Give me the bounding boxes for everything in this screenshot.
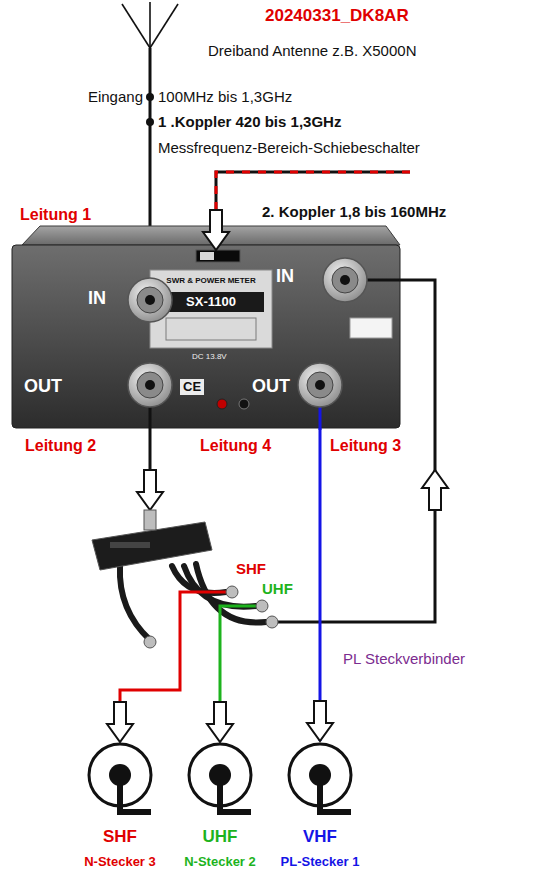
hollow-arrow (203, 210, 229, 250)
label-plate (158, 292, 264, 312)
hollow-arrow (422, 470, 448, 510)
slide-switch (196, 250, 240, 262)
hollow-arrow (137, 470, 163, 510)
antenna-label: Dreiband Antenne z.B. X5000N (208, 42, 416, 60)
band-name: UHF (203, 827, 238, 847)
input-label: Eingang (88, 88, 143, 106)
hollow-arrow (107, 702, 133, 742)
band-name: SHF (103, 827, 137, 847)
connector-name: N-Stecker 2 (184, 854, 256, 870)
connector-foot (317, 809, 351, 815)
rf-connector (266, 616, 278, 628)
port-label: IN (88, 288, 106, 310)
cable-label: Leitung 2 (25, 436, 96, 455)
cable-label: Leitung 4 (200, 436, 271, 455)
port-label: IN (276, 266, 294, 288)
antenna-symbol (150, 4, 178, 48)
connector-name: PL-Stecker 1 (281, 854, 360, 870)
rf-connector (298, 363, 342, 407)
band-label: UHF (262, 580, 293, 598)
coupler-label: 1 .Koppler 420 bis 1,3GHz (158, 113, 341, 131)
power-jack (217, 399, 227, 409)
power-jack (239, 399, 249, 409)
cable-label: Leitung 3 (330, 436, 401, 455)
rf-connector (323, 258, 367, 302)
rf-connector (307, 372, 333, 398)
cable-label: Leitung 1 (20, 205, 91, 224)
rf-connector (144, 636, 156, 648)
rf-connector (323, 258, 367, 302)
rf-connector (144, 510, 156, 530)
connector-symbol (270, 741, 370, 823)
device-front (12, 245, 400, 428)
rf-connector (128, 278, 172, 322)
n-connector: SHF N-Stecker 3 (70, 741, 170, 875)
swr-meter: SWR & POWER METER SX-1100 (12, 226, 400, 428)
coupler-label: 2. Koppler 1,8 bis 160MHz (262, 203, 446, 221)
power-label: DC 13.8V (192, 352, 227, 362)
rf-connector (137, 372, 163, 398)
connector (319, 428, 322, 741)
rf-connector (256, 600, 268, 612)
n-connector: UHF N-Stecker 2 (170, 741, 270, 875)
pl-connector: VHF PL-Stecker 1 (270, 741, 370, 875)
slide-switch (200, 252, 214, 260)
ce-mark: CE (180, 379, 204, 395)
rf-connector (315, 380, 325, 390)
rf-connector (226, 586, 238, 598)
hollow-arrow (207, 702, 233, 742)
junction-dot (146, 93, 154, 101)
arrow-head (307, 701, 333, 741)
rf-connector (128, 278, 172, 322)
switch-label: Messfrequenz-Bereich-Schiebeschalter (158, 139, 420, 157)
model-name: SX-1100 (186, 294, 236, 310)
rf-connector (145, 380, 155, 390)
connector-pin (109, 764, 131, 786)
rf-connector (332, 267, 358, 293)
rf-connector (298, 363, 342, 407)
rf-connector (340, 275, 350, 285)
connector-pin (309, 764, 331, 786)
rf-connector (145, 295, 155, 305)
band-name: VHF (303, 827, 337, 847)
port-label: OUT (252, 376, 290, 398)
connector-foot (217, 809, 251, 815)
rf-connector (128, 363, 172, 407)
junction-dot (146, 118, 154, 126)
connector-symbol (170, 741, 270, 823)
rf-connector (137, 287, 163, 313)
antenna-symbol (149, 2, 151, 48)
connector-note: PL Steckverbinder (343, 650, 465, 668)
triplexer (110, 542, 150, 548)
device-caption: SWR & POWER METER (166, 276, 255, 286)
diagram-title: 20240331_DK8AR (265, 6, 409, 26)
port-label: OUT (24, 376, 62, 398)
connector-symbol (70, 741, 170, 823)
band-line (220, 606, 262, 703)
pigtail-cable (120, 566, 150, 640)
connector-pin (209, 764, 231, 786)
antenna-symbol (122, 4, 150, 48)
band-label: SHF (236, 560, 266, 578)
sticker (350, 318, 392, 338)
connector-foot (117, 809, 151, 815)
connector-name: N-Stecker 3 (84, 854, 156, 870)
label-plate (166, 318, 256, 340)
cable-line (272, 280, 435, 622)
rf-connector (128, 363, 172, 407)
connector-group (307, 428, 333, 741)
frequency-range: 100MHz bis 1,3GHz (158, 88, 292, 106)
band-line (120, 592, 232, 703)
